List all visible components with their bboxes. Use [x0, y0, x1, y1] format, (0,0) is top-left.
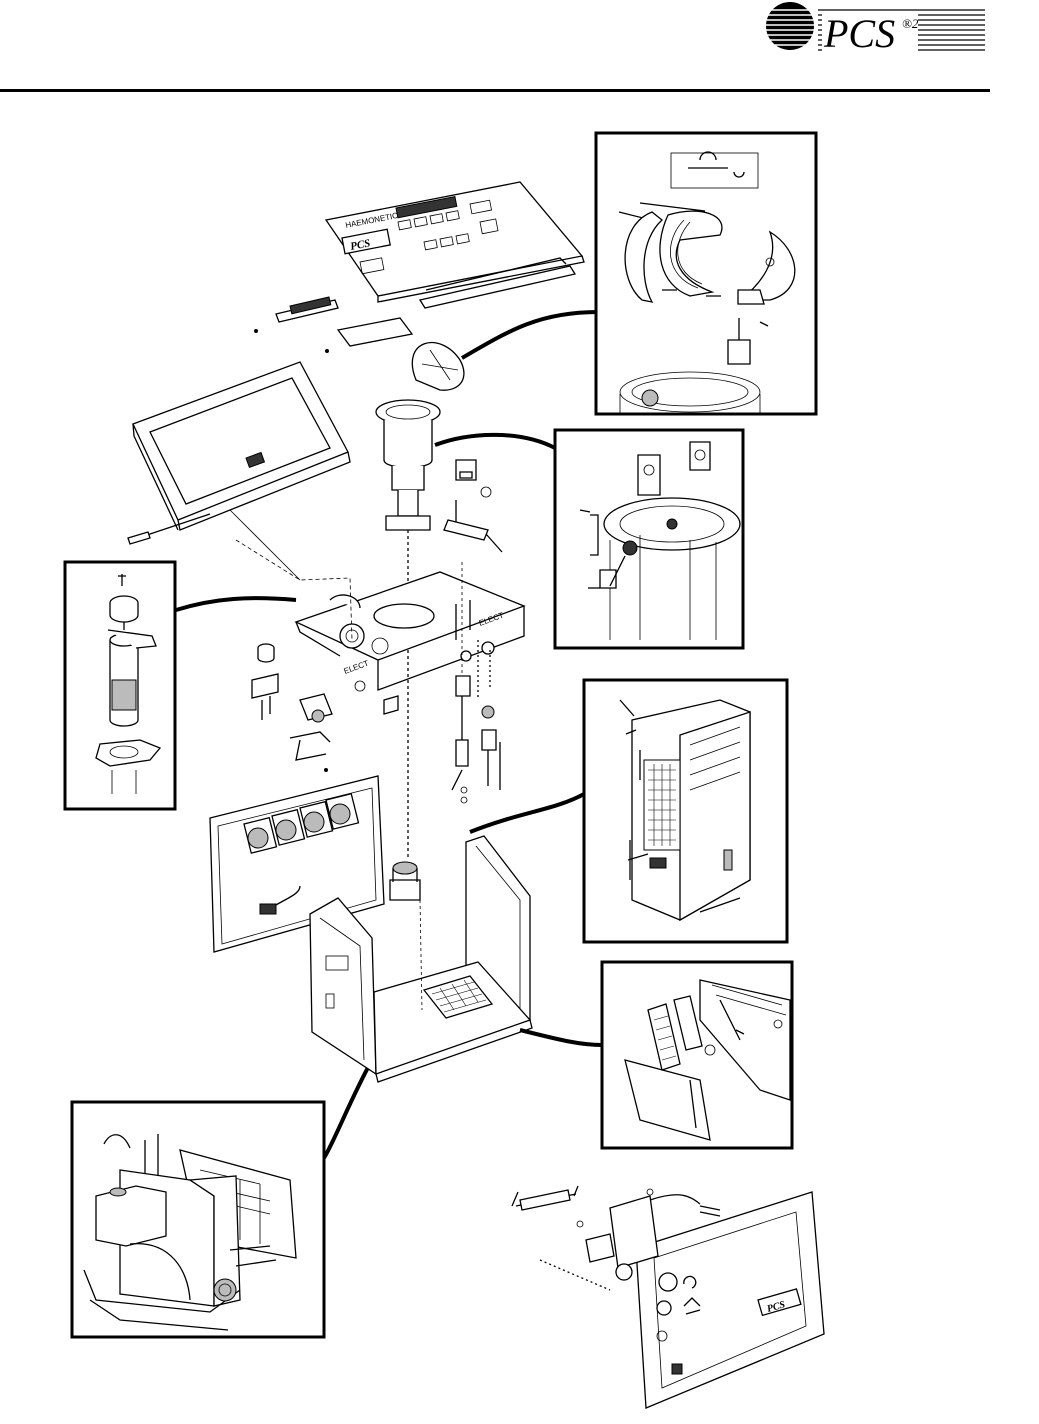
side-panel: PCS: [512, 1186, 824, 1408]
chassis-deck: ELECT ELECT: [296, 572, 524, 691]
logo-text: PCS: [823, 11, 895, 56]
inset-electronics-cage: [584, 680, 787, 942]
chassis-label-1: ELECT: [343, 659, 370, 676]
upper-cabinet-tray: [128, 362, 350, 580]
logo-globe-icon: [764, 2, 816, 50]
logo-superscript: ®2: [902, 16, 919, 31]
inset-power-supply: [72, 1102, 324, 1337]
pcs2-logo: PCS ®2: [764, 2, 985, 56]
inset-centrifuge-well: [555, 430, 743, 648]
inset-valve-sensor: [65, 562, 175, 809]
inset-bowl-clamp: [596, 133, 816, 414]
inset-fan-filter: [602, 962, 792, 1148]
front-control-panel: HAEMONETICS PCS: [254, 182, 584, 353]
